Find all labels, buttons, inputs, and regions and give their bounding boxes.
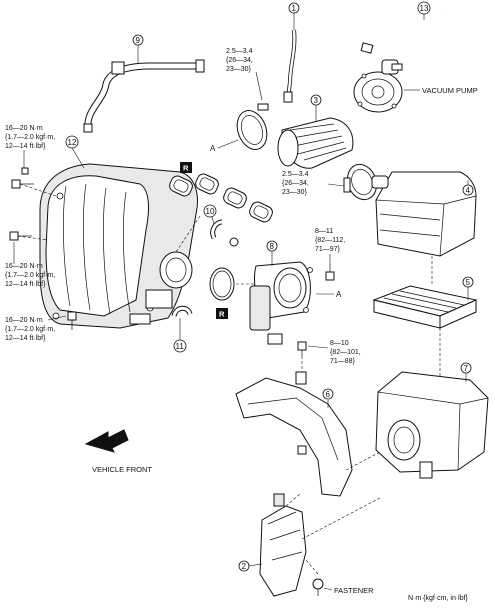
- manifold-bolt-middle: [9, 231, 32, 241]
- svg-text:{1.7—2.0 kgf·m,: {1.7—2.0 kgf·m,: [5, 326, 55, 333]
- svg-text:12—14 ft·lbf}: 12—14 ft·lbf}: [5, 143, 46, 150]
- callout-12: 12: [65, 135, 85, 169]
- svg-text:{26—34,: {26—34,: [282, 180, 309, 187]
- svg-text:R: R: [219, 310, 225, 319]
- air-filter-5: [372, 285, 478, 329]
- svg-text:2: 2: [242, 562, 247, 571]
- svg-text:12—14 ft·lbf}: 12—14 ft·lbf}: [5, 335, 46, 342]
- ref-a-upper: A: [210, 144, 216, 153]
- svg-text:5: 5: [466, 278, 471, 287]
- air-hose-3: [277, 117, 354, 169]
- vehicle-front-arrow-icon: [84, 429, 129, 453]
- svg-text:4: 4: [466, 186, 471, 195]
- svg-text:71—88}: 71—88}: [330, 358, 356, 365]
- hose-1: [283, 29, 297, 103]
- callout-2: 2: [238, 560, 263, 572]
- air-duct-6: [235, 371, 353, 497]
- svg-text:16—20 N·m: 16—20 N·m: [5, 263, 43, 270]
- svg-text:8—11: 8—11: [315, 228, 333, 235]
- throttle-bolt-lower: [297, 341, 307, 356]
- torque-callout-d: 8—10 {82—101, 71—88}: [307, 340, 361, 365]
- svg-text:1: 1: [292, 4, 297, 13]
- ref-a-lower: A: [336, 290, 342, 299]
- hose-clamp-lower: [343, 163, 378, 201]
- svg-text:{82—112,: {82—112,: [315, 237, 345, 244]
- air-duct-2: [259, 493, 307, 597]
- svg-text:{1.7—2.0 kgf·m,: {1.7—2.0 kgf·m,: [5, 272, 55, 279]
- svg-text:13: 13: [420, 4, 429, 13]
- manifold-bolt-upper: [11, 167, 34, 189]
- throttle-gasket: [209, 267, 235, 301]
- replace-mark-gaskets: R: [180, 162, 192, 173]
- svg-text:11: 11: [176, 342, 185, 351]
- svg-text:12—14 ft·lbf}: 12—14 ft·lbf}: [5, 281, 46, 288]
- hose-11: [171, 305, 193, 317]
- svg-text:71—97}: 71—97}: [315, 246, 341, 253]
- svg-text:6: 6: [326, 390, 331, 399]
- vacuum-hose-13: [360, 10, 444, 54]
- svg-text:23—30}: 23—30}: [282, 189, 308, 196]
- intake-gaskets: [169, 173, 273, 223]
- svg-text:12: 12: [68, 138, 77, 147]
- torque-callout-b: 2.5—3.4 {26—34, 23—30}: [282, 171, 345, 196]
- torque-callout-f: 16—20 N·m {1.7—2.0 kgf·m, 12—14 ft·lbf}: [5, 242, 55, 288]
- svg-text:7: 7: [464, 364, 469, 373]
- svg-text:{82—101,: {82—101,: [330, 349, 361, 356]
- callout-5: 5: [462, 276, 474, 300]
- svg-text:23—30}: 23—30}: [226, 66, 252, 73]
- fastener-label: FASTENER: [334, 586, 374, 595]
- svg-text:16—20 N·m: 16—20 N·m: [5, 317, 43, 324]
- vehicle-front-label: VEHICLE FRONT: [92, 465, 152, 474]
- svg-text:9: 9: [136, 36, 141, 45]
- callout-1: 1: [288, 2, 300, 30]
- hose-clamp-upper: [236, 103, 269, 150]
- svg-text:R: R: [183, 164, 189, 173]
- svg-text:16—20 N·m: 16—20 N·m: [5, 125, 43, 132]
- svg-text:8: 8: [270, 242, 275, 251]
- manifold-bolt-lower: [67, 311, 77, 330]
- hose-10: [210, 219, 239, 247]
- intake-manifold-12: [39, 163, 198, 329]
- callout-6: 6: [322, 388, 334, 408]
- vacuum-pump-label: VACUUM PUMP: [422, 86, 478, 95]
- svg-text:8—10: 8—10: [330, 340, 349, 347]
- torque-callout-e: 16—20 N·m {1.7—2.0 kgf·m, 12—14 ft·lbf}: [5, 125, 55, 168]
- torque-callout-c: 8—11 {82—112, 71—97}: [315, 228, 345, 264]
- callout-8: 8: [266, 240, 278, 266]
- torque-callout-g: 16—20 N·m {1.7—2.0 kgf·m, 12—14 ft·lbf}: [5, 315, 67, 342]
- throttle-bolt-upper: [325, 264, 335, 281]
- svg-text:2.5—3.4: 2.5—3.4: [226, 48, 253, 55]
- throttle-body-8: [249, 261, 313, 345]
- callout-4: 4: [462, 180, 474, 196]
- air-cleaner-cover-4: [371, 171, 477, 257]
- svg-text:3: 3: [314, 96, 319, 105]
- callout-9: 9: [132, 34, 144, 64]
- svg-text:10: 10: [206, 207, 215, 216]
- callout-10: 10: [203, 204, 217, 225]
- callout-11: 11: [173, 318, 187, 353]
- fastener: [312, 578, 324, 596]
- callout-3: 3: [310, 94, 322, 122]
- replace-mark-throttle: R: [216, 308, 228, 319]
- air-cleaner-case-7: [375, 371, 489, 479]
- torque-callout-a: 2.5—3.4 {26—34, 23—30}: [226, 48, 263, 101]
- callout-7: 7: [460, 362, 472, 382]
- svg-text:{1.7—2.0 kgf·m,: {1.7—2.0 kgf·m,: [5, 134, 55, 141]
- callout-13: 13: [417, 1, 431, 20]
- svg-text:2.5—3.4: 2.5—3.4: [282, 171, 309, 178]
- vacuum-pump: [353, 59, 403, 113]
- units-note: N·m {kgf·cm, in·lbf}: [408, 595, 469, 602]
- hose-9: [83, 59, 205, 133]
- svg-text:{26—34,: {26—34,: [226, 57, 253, 64]
